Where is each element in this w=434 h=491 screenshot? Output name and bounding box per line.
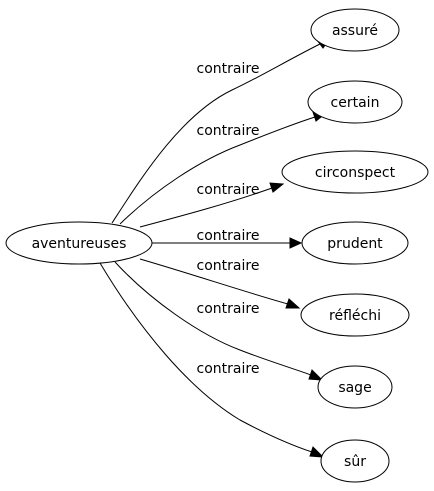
- target-node-certain[interactable]: certain: [307, 80, 403, 124]
- target-node-sur[interactable]: sûr: [320, 439, 390, 483]
- edge-label-certain: contraire: [197, 123, 260, 139]
- edge-line-reflechi: [139, 258, 289, 305]
- edge-arrow-circonspect: [269, 182, 285, 193]
- edge-label-assure: contraire: [197, 61, 260, 77]
- edge-label-sur: contraire: [197, 361, 260, 377]
- target-node-sage[interactable]: sage: [317, 365, 393, 409]
- edge-arrow-sage: [308, 369, 324, 381]
- target-node-label: prudent: [327, 236, 383, 252]
- target-node-circonspect[interactable]: circonspect: [281, 150, 429, 194]
- target-node-prudent[interactable]: prudent: [301, 221, 409, 265]
- edge-line-certain: [119, 116, 316, 225]
- target-node-label: sage: [338, 380, 371, 396]
- target-node-reflechi[interactable]: réfléchi: [300, 293, 410, 337]
- target-node-label: assuré: [332, 23, 378, 39]
- edge-arrow-prudent: [289, 237, 303, 249]
- target-node-assure[interactable]: assuré: [310, 8, 400, 52]
- edge-label-circonspect: contraire: [197, 182, 260, 198]
- edge-line-sage: [114, 261, 312, 376]
- edge-arrow-sur: [309, 446, 325, 458]
- edge-line-assure: [111, 43, 321, 224]
- target-node-label: réfléchi: [329, 308, 381, 324]
- edge-label-reflechi: contraire: [197, 258, 260, 274]
- edge-labels: contraire contraire contraire contraire …: [197, 61, 260, 377]
- source-node[interactable]: aventureuses: [5, 221, 153, 265]
- edges: [99, 37, 332, 458]
- edge-label-prudent: contraire: [197, 228, 260, 244]
- target-node-label: sûr: [344, 454, 366, 470]
- edge-label-sage: contraire: [197, 301, 260, 317]
- edge-line-sur: [99, 262, 313, 453]
- target-node-label: certain: [331, 95, 380, 111]
- source-node-label: aventureuses: [32, 236, 127, 252]
- edge-line-circonspect: [139, 187, 273, 228]
- edge-arrow-reflechi: [285, 298, 301, 309]
- target-node-label: circonspect: [315, 165, 396, 181]
